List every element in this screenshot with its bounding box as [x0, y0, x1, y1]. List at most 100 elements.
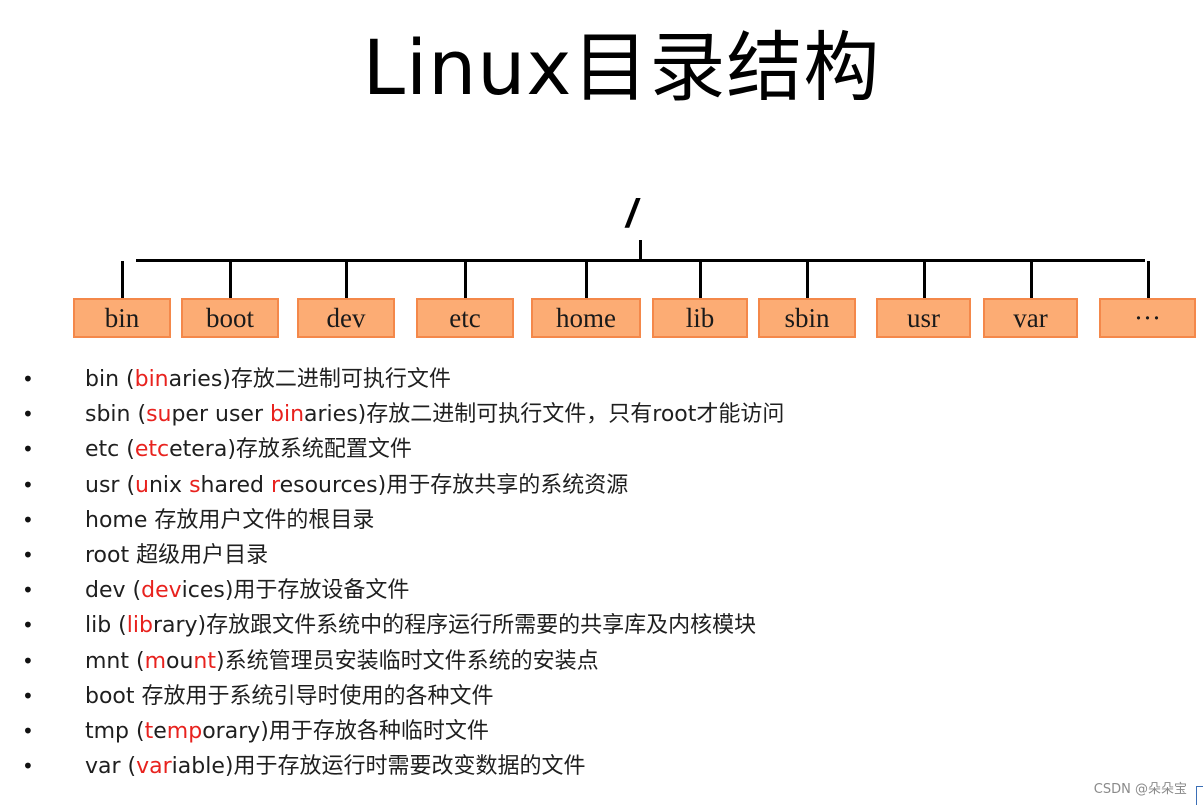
list-item: • dev (devices)用于存放设备文件 — [0, 573, 1000, 608]
highlighted-letters: lib — [126, 613, 153, 639]
list-item-text: sbin (super user binaries)存放二进制可执行文件，只有r… — [85, 397, 784, 432]
list-item: • bin (binaries)存放二进制可执行文件 — [0, 362, 1000, 397]
bullet-icon: • — [22, 543, 34, 567]
highlighted-letters: r — [271, 472, 280, 498]
dir-box-more: ··· — [1099, 298, 1196, 338]
root-dir-label: / — [626, 192, 638, 236]
highlighted-letters: s — [189, 472, 201, 498]
text-segment: e — [153, 719, 167, 744]
text-segment: nix — [148, 472, 190, 498]
text-segment: boot 存放用于系统引导时使用的各种文件 — [85, 683, 494, 709]
text-segment: lib ( — [85, 613, 127, 639]
text-segment: home 存放用户文件的根目录 — [85, 507, 375, 533]
text-segment: sbin ( — [85, 402, 147, 428]
tree-branch-line — [1029, 261, 1033, 298]
text-segment: tmp ( — [85, 719, 145, 744]
list-item: • sbin (super user binaries)存放二进制可执行文件，只有… — [0, 397, 1000, 432]
highlighted-letters: var — [136, 754, 172, 780]
highlighted-letters: bin — [134, 367, 169, 392]
list-item-text: mnt (mount)系统管理员安装临时文件系统的安装点 — [85, 644, 599, 679]
bullet-icon: • — [22, 613, 34, 638]
list-item: • usr (unix shared resources)用于存放共享的系统资源 — [0, 468, 1000, 503]
list-item-text: usr (unix shared resources)用于存放共享的系统资源 — [85, 468, 628, 503]
tree-branch-line — [121, 261, 124, 298]
highlighted-letters: m — [144, 648, 167, 674]
dir-box-usr: usr — [876, 298, 971, 338]
highlighted-letters: dev — [141, 578, 182, 604]
tree-branch-line — [229, 261, 232, 298]
highlighted-letters: t — [144, 719, 154, 744]
list-item: • tmp (temporary)用于存放各种临时文件 — [0, 714, 1000, 749]
bullet-icon: • — [22, 507, 34, 532]
text-segment: hared — [200, 472, 272, 498]
bullet-icon: • — [22, 437, 34, 462]
text-segment: ou — [166, 648, 194, 674]
list-item-text: boot 存放用于系统引导时使用的各种文件 — [85, 679, 494, 714]
text-segment: iable)用于存放运行时需要改变数据的文件 — [171, 754, 586, 780]
list-item-text: etc (etcetera)存放系统配置文件 — [85, 432, 412, 467]
list-item: • home 存放用户文件的根目录 — [0, 503, 1000, 538]
highlighted-letters: etc — [134, 437, 170, 463]
highlighted-letters: m — [166, 719, 189, 744]
tree-branch-line — [922, 261, 926, 298]
text-segment: var ( — [85, 754, 137, 780]
tree-branch-line — [464, 261, 467, 298]
dir-box-var: var — [983, 298, 1078, 338]
tree-root-connector — [639, 240, 642, 261]
dir-box-home: home — [531, 298, 641, 338]
text-segment: per user — [171, 402, 270, 428]
bullet-icon: • — [22, 578, 34, 603]
text-segment: aries)存放二进制可执行文件，只有root才能访问 — [304, 402, 785, 428]
list-item-text: var (variable)用于存放运行时需要改变数据的文件 — [85, 749, 585, 784]
dir-box-etc: etc — [416, 298, 514, 338]
text-segment: dev ( — [85, 578, 142, 604]
text-segment: )系统管理员安装临时文件系统的安装点 — [216, 648, 599, 674]
tree-branch-line — [345, 261, 348, 298]
text-segment: etera)存放系统配置文件 — [169, 437, 412, 463]
tree-branch-line — [585, 261, 588, 298]
dir-box-dev: dev — [297, 298, 395, 338]
dir-box-lib: lib — [652, 298, 748, 338]
text-segment: esources)用于存放共享的系统资源 — [279, 472, 629, 498]
list-item-text: bin (binaries)存放二进制可执行文件 — [85, 362, 451, 397]
highlighted-letters: bin — [270, 402, 305, 428]
highlighted-letters: p — [188, 719, 203, 744]
text-segment: orary)用于存放各种临时文件 — [202, 719, 489, 744]
corner-decoration — [1196, 786, 1203, 805]
list-item: • var (variable)用于存放运行时需要改变数据的文件 — [0, 749, 1000, 784]
highlighted-letters: su — [146, 402, 172, 428]
text-segment: etc ( — [85, 437, 135, 463]
list-item-text: tmp (temporary)用于存放各种临时文件 — [85, 714, 489, 749]
highlighted-letters: u — [135, 472, 149, 498]
list-item: • etc (etcetera)存放系统配置文件 — [0, 432, 1000, 467]
dir-box-bin: bin — [73, 298, 171, 338]
bullet-icon: • — [22, 402, 34, 427]
bullet-icon: • — [22, 472, 34, 497]
text-segment: root 超级用户目录 — [85, 543, 269, 568]
list-item-text: root 超级用户目录 — [85, 538, 268, 573]
text-segment: aries)存放二进制可执行文件 — [168, 367, 451, 392]
tree-horizontal-line — [136, 259, 1145, 262]
bullet-icon: • — [22, 367, 34, 391]
bullet-icon: • — [22, 683, 34, 708]
list-item: • mnt (mount)系统管理员安装临时文件系统的安装点 — [0, 644, 1000, 679]
page-title: Linux目录结构 — [362, 23, 881, 112]
dir-box-sbin: sbin — [758, 298, 856, 338]
highlighted-letters: nt — [193, 648, 216, 674]
text-segment: ices)用于存放设备文件 — [181, 578, 410, 604]
tree-branch-line — [699, 261, 702, 298]
text-segment: usr ( — [85, 472, 136, 498]
list-item: • lib (library)存放跟文件系统中的程序运行所需要的共享库及内核模块 — [0, 608, 1000, 643]
bullet-icon: • — [22, 754, 34, 779]
list-item-text: dev (devices)用于存放设备文件 — [85, 573, 409, 608]
text-segment: bin ( — [85, 367, 135, 392]
text-segment: rary)存放跟文件系统中的程序运行所需要的共享库及内核模块 — [152, 613, 757, 639]
dir-box-boot: boot — [181, 298, 279, 338]
bullet-icon: • — [22, 719, 34, 743]
list-item-text: home 存放用户文件的根目录 — [85, 503, 374, 538]
list-item-text: lib (library)存放跟文件系统中的程序运行所需要的共享库及内核模块 — [85, 608, 756, 643]
bullet-icon: • — [22, 648, 34, 673]
text-segment: mnt ( — [85, 648, 145, 674]
list-item: • boot 存放用于系统引导时使用的各种文件 — [0, 679, 1000, 714]
list-item: • root 超级用户目录 — [0, 538, 1000, 573]
